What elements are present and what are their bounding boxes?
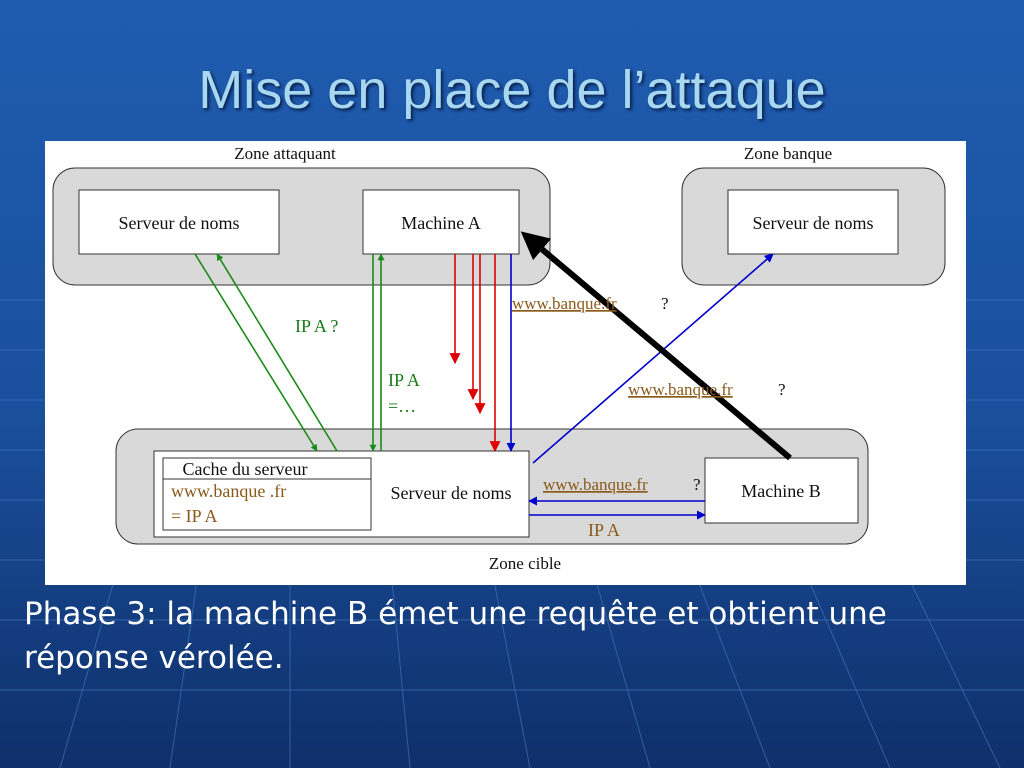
dns-attack-diagram: Zone attaquant Zone banque Zone cible Se… — [45, 141, 966, 585]
machine-b-box — [704, 457, 859, 524]
zone-target-label: Zone cible — [489, 554, 561, 573]
cache-entry-value: = IP A — [171, 506, 218, 526]
attacker-dns-box — [78, 189, 280, 255]
cache-title: Cache du serveur — [183, 459, 308, 479]
zone-attacker-label: Zone attaquant — [234, 144, 336, 163]
label-query-url-1: www.banque.fr — [512, 294, 617, 313]
blue-arrow-to-bank-dns — [532, 253, 774, 464]
label-ip-a-query: IP A ? — [295, 316, 338, 336]
target-dns-label: Serveur de noms — [391, 483, 512, 503]
green-arrow-answer-from-attacker-dns — [194, 253, 318, 452]
label-query-q-3: ? — [693, 475, 701, 494]
label-query-q-1: ? — [661, 294, 669, 313]
bank-dns-label: Serveur de noms — [753, 213, 874, 233]
black-arrow-b-to-a — [520, 231, 792, 461]
machine-a-box — [362, 189, 520, 255]
cache-entry-name: www.banque .fr — [171, 481, 286, 501]
green-arrow-query-to-attacker-dns — [216, 253, 338, 452]
label-answer-ip-a: IP A — [588, 520, 620, 540]
label-ip-a-answer-1: IP A — [388, 370, 420, 390]
bank-dns-box — [727, 189, 899, 255]
label-query-url-3: www.banque.fr — [543, 475, 648, 494]
label-query-q-2: ? — [778, 380, 786, 399]
slide-title: Mise en place de l’attaque — [198, 60, 826, 120]
label-ip-a-answer-2: =… — [388, 396, 416, 416]
machine-a-label: Machine A — [401, 213, 480, 233]
attacker-dns-label: Serveur de noms — [119, 213, 240, 233]
slide-caption: Phase 3: la machine B émet une requête e… — [24, 596, 887, 676]
zone-bank-label: Zone banque — [744, 144, 832, 163]
cache-box — [162, 457, 372, 531]
machine-b-label: Machine B — [741, 481, 820, 501]
label-query-url-2: www.banque.fr — [628, 380, 733, 399]
